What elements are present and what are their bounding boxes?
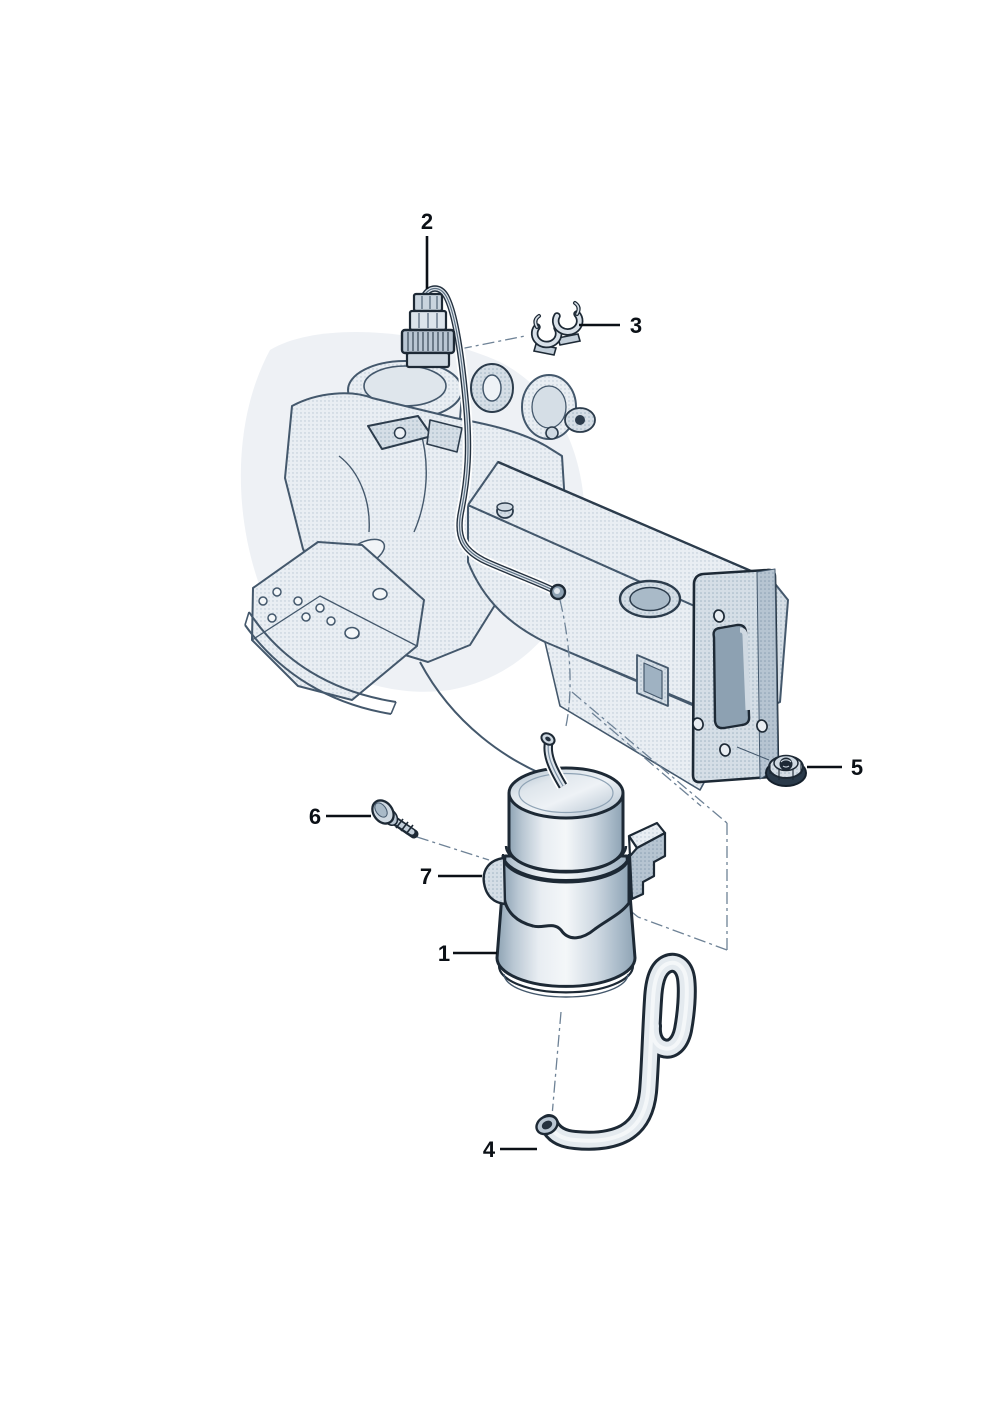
callout-5[interactable]: 5 — [807, 755, 863, 780]
callout-1[interactable]: 1 — [438, 941, 497, 966]
callout-2[interactable]: 2 — [421, 209, 433, 289]
bracket-band — [501, 854, 631, 940]
vacuum-pump-part1 — [495, 732, 637, 998]
callout-1-label[interactable]: 1 — [438, 941, 450, 966]
plate-oblong-hole — [712, 623, 751, 730]
pump-mounting-plate — [691, 568, 780, 784]
pump-inlet-pipe — [540, 732, 569, 790]
callout-7-label[interactable]: 7 — [420, 864, 432, 889]
callout-3[interactable]: 3 — [579, 313, 642, 338]
callout-4[interactable]: 4 — [483, 1137, 537, 1162]
construction-lines — [416, 335, 728, 1117]
callout-5-label[interactable]: 5 — [851, 755, 863, 780]
callout-6[interactable]: 6 — [309, 804, 371, 829]
callouts: 1 2 3 4 5 6 7 — [309, 209, 863, 1162]
vacuum-pipe-part2 — [400, 283, 567, 601]
flange-nut-part5 — [765, 754, 807, 787]
hose-open-end — [535, 1114, 559, 1136]
subframe-assembly — [240, 332, 789, 791]
callout-2-label[interactable]: 2 — [421, 209, 433, 234]
bracket-tab-body — [628, 831, 667, 901]
callout-3-label[interactable]: 3 — [630, 313, 642, 338]
callout-7[interactable]: 7 — [420, 864, 482, 889]
mounting-screw-part6 — [371, 799, 419, 839]
callout-6-label[interactable]: 6 — [309, 804, 321, 829]
retaining-clip-part3 — [529, 301, 586, 356]
retainer-bracket-part7 — [482, 821, 667, 940]
pump-cap-top — [507, 766, 625, 820]
vacuum-hose-part4 — [535, 949, 701, 1155]
callout-4-label[interactable]: 4 — [483, 1137, 496, 1162]
pipe-connector — [400, 292, 456, 369]
bracket-left-ear — [482, 856, 507, 906]
left-bracket-plate — [244, 541, 425, 715]
mount-flange — [470, 363, 596, 440]
